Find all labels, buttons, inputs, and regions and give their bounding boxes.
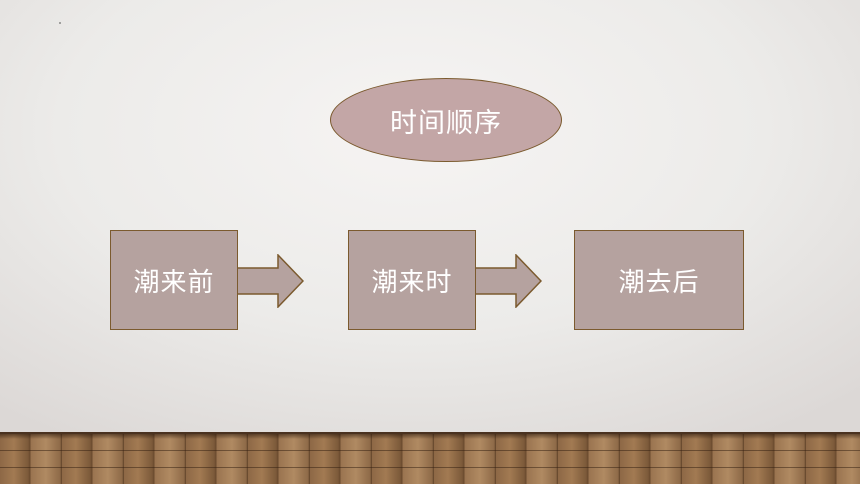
title-ellipse[interactable]: 时间顺序 (330, 78, 562, 162)
node-label: 潮来时 (371, 267, 453, 298)
node-box-during-tide[interactable]: 潮来时 (348, 230, 476, 330)
arrow-shape (470, 254, 542, 308)
floor-seam (0, 450, 860, 451)
decorative-dot (59, 22, 61, 24)
floor-seam (0, 467, 860, 468)
node-label: 潮去后 (618, 267, 700, 298)
node-box-after-tide[interactable]: 潮去后 (574, 230, 744, 330)
node-label: 潮来前 (133, 267, 215, 298)
wooden-floor (0, 432, 860, 484)
slide-background (0, 0, 860, 432)
arrow-shape (232, 254, 304, 308)
arrow-right-2[interactable] (470, 254, 542, 308)
node-box-before-tide[interactable]: 潮来前 (110, 230, 238, 330)
title-ellipse-label: 时间顺序 (390, 107, 502, 139)
arrow-right-1[interactable] (232, 254, 304, 308)
